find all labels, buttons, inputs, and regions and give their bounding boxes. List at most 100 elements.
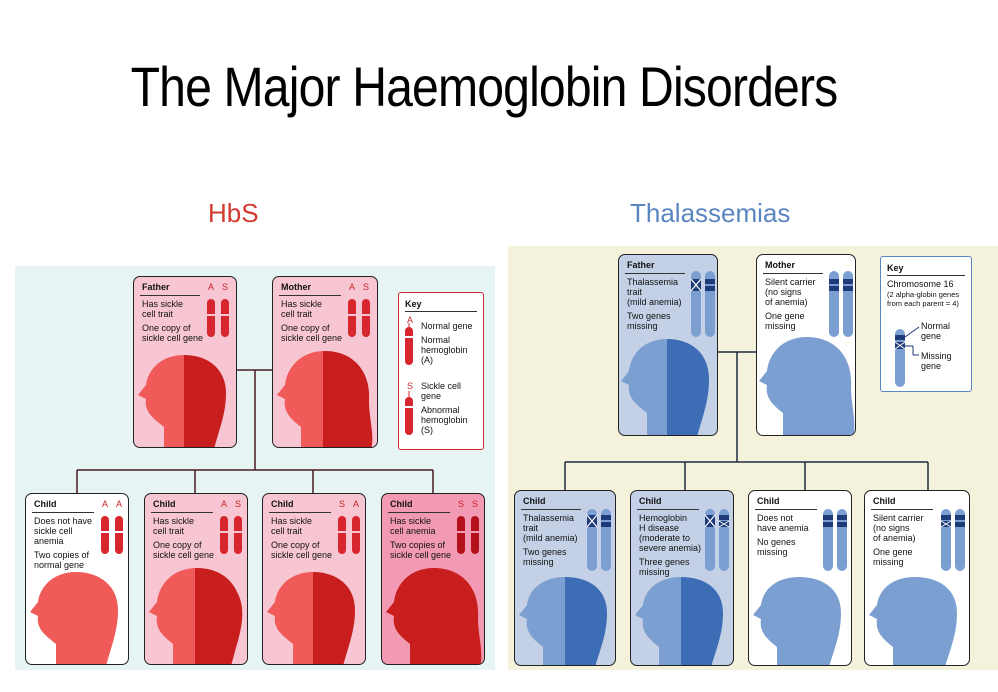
key-text: Normal gene xyxy=(421,321,473,331)
thal-child-card-2: Child Hemoglobin H disease (moderate to … xyxy=(630,490,734,666)
key-chromosome-icon xyxy=(894,326,920,387)
card-text: Two copies of xyxy=(34,550,90,560)
chromosome-pair-icon xyxy=(829,271,853,337)
card-text: sickle cell gene xyxy=(281,333,343,343)
key-text: gene xyxy=(921,361,942,371)
key-text: (S) xyxy=(421,425,433,435)
card-label: Father xyxy=(627,260,655,270)
divider xyxy=(871,509,933,510)
divider xyxy=(32,512,94,513)
card-text: cell trait xyxy=(153,526,185,536)
chromosome-pair-icon xyxy=(704,509,730,571)
card-text: Has sickle xyxy=(390,516,432,526)
card-text: sickle cell gene xyxy=(153,550,215,560)
divider xyxy=(151,512,213,513)
chromosome-pair-icon xyxy=(347,299,371,337)
card-label: Mother xyxy=(765,260,795,270)
allele-label: A xyxy=(116,499,123,509)
card-text: (mild anemia) xyxy=(627,297,682,307)
key-text: gene xyxy=(421,391,442,401)
allele-label: A xyxy=(221,499,228,509)
chromosome-pair-icon xyxy=(456,516,480,554)
card-text: anemia xyxy=(34,536,64,546)
card-label: Child xyxy=(523,496,546,506)
card-label: Child xyxy=(390,499,413,509)
allele-label: S xyxy=(472,499,479,509)
hbs-child-card-1: Child A A Does not have sickle cell anem… xyxy=(25,493,129,665)
divider xyxy=(887,275,965,276)
card-label: Child xyxy=(757,496,780,506)
card-text: One copy of xyxy=(142,323,191,333)
key-chromosome-icons xyxy=(404,323,414,435)
key-text: Missing xyxy=(921,351,952,361)
card-text: One copy of xyxy=(153,540,202,550)
chromosome-pair-icon xyxy=(337,516,361,554)
card-text: (mild anemia) xyxy=(523,533,578,543)
father-head-silhouette xyxy=(138,355,226,447)
hbs-diagram-panel: Father A S Has sickle cell trait One cop… xyxy=(15,266,495,670)
card-text: of anemia) xyxy=(765,297,808,307)
key-text: Normal xyxy=(421,335,451,345)
divider xyxy=(755,509,817,510)
card-text: Two copies of xyxy=(390,540,446,550)
card-text: missing xyxy=(873,557,904,567)
card-text: trait xyxy=(523,523,539,533)
card-text: (no signs xyxy=(765,287,802,297)
card-text: H disease xyxy=(639,523,680,533)
father-head-silhouette xyxy=(621,339,709,435)
divider xyxy=(625,273,685,274)
hbs-connector-lines xyxy=(76,369,434,495)
card-text: missing xyxy=(757,547,788,557)
chromosome-pair-icon xyxy=(219,516,243,554)
card-text: One copy of xyxy=(271,540,320,550)
key-text: (2 alpha-globin genes xyxy=(887,290,960,299)
chromosome-pair-icon xyxy=(206,299,230,337)
chromosome-pair-icon xyxy=(940,509,965,571)
allele-label: S xyxy=(363,282,370,292)
card-text: have anemia xyxy=(757,523,809,533)
card-text: Two genes xyxy=(523,547,567,557)
key-text: (A) xyxy=(421,355,433,365)
key-text: Normal xyxy=(921,321,951,331)
card-text: normal gene xyxy=(34,560,85,570)
card-text: Has sickle xyxy=(281,299,323,309)
card-text: One gene xyxy=(873,547,913,557)
thal-child-card-1: Child Thalassemia trait (mild anemia) Tw… xyxy=(514,490,616,666)
key-title: Key xyxy=(405,299,422,309)
key-text: from each parent = 4) xyxy=(887,299,959,308)
card-text: Has sickle xyxy=(142,299,184,309)
allele-label: A xyxy=(349,282,356,292)
divider xyxy=(269,512,331,513)
card-text: Thalassemia xyxy=(627,277,679,287)
thal-mother-card: Mother Silent carrier (no signs of anemi… xyxy=(756,254,856,436)
hbs-child-card-2: Child A S Has sickle cell trait One copy… xyxy=(144,493,248,665)
thalassemia-diagram-panel: Father Thalassemia trait (mild anemia) T… xyxy=(508,246,998,670)
hbs-father-card: Father A S Has sickle cell trait One cop… xyxy=(133,276,237,448)
hbs-key-box: Key A Normal gene Normal hemoglobin (A) … xyxy=(398,292,484,450)
key-text: Chromosome 16 xyxy=(887,279,954,289)
child-head-silhouette xyxy=(635,577,723,665)
card-text: (no signs xyxy=(873,523,910,533)
child-head-silhouette xyxy=(753,577,841,665)
card-text: cell trait xyxy=(142,309,174,319)
child-head-silhouette xyxy=(519,577,607,665)
card-label: Child xyxy=(271,499,294,509)
chromosome-pair-icon xyxy=(690,271,715,337)
card-text: sickle cell gene xyxy=(271,550,333,560)
card-text: sickle cell gene xyxy=(390,550,452,560)
hbs-section-title: HbS xyxy=(208,198,259,228)
mother-head-silhouette xyxy=(277,351,373,447)
card-text: No genes xyxy=(757,537,796,547)
card-label: Mother xyxy=(281,282,311,292)
thal-child-card-4: Child Silent carrier (no signs of anemia… xyxy=(864,490,970,666)
card-text: cell trait xyxy=(271,526,303,536)
key-title: Key xyxy=(887,263,904,273)
card-text: missing xyxy=(523,557,554,567)
hbs-child-card-3: Child S A Has sickle cell trait One copy… xyxy=(262,493,366,665)
card-text: missing xyxy=(639,567,670,577)
thalassemia-section-title: Thalassemias xyxy=(630,198,791,228)
allele-label: A xyxy=(208,282,215,292)
card-text: Does not have xyxy=(34,516,93,526)
card-text: Has sickle xyxy=(271,516,313,526)
mother-head-silhouette xyxy=(759,337,855,435)
